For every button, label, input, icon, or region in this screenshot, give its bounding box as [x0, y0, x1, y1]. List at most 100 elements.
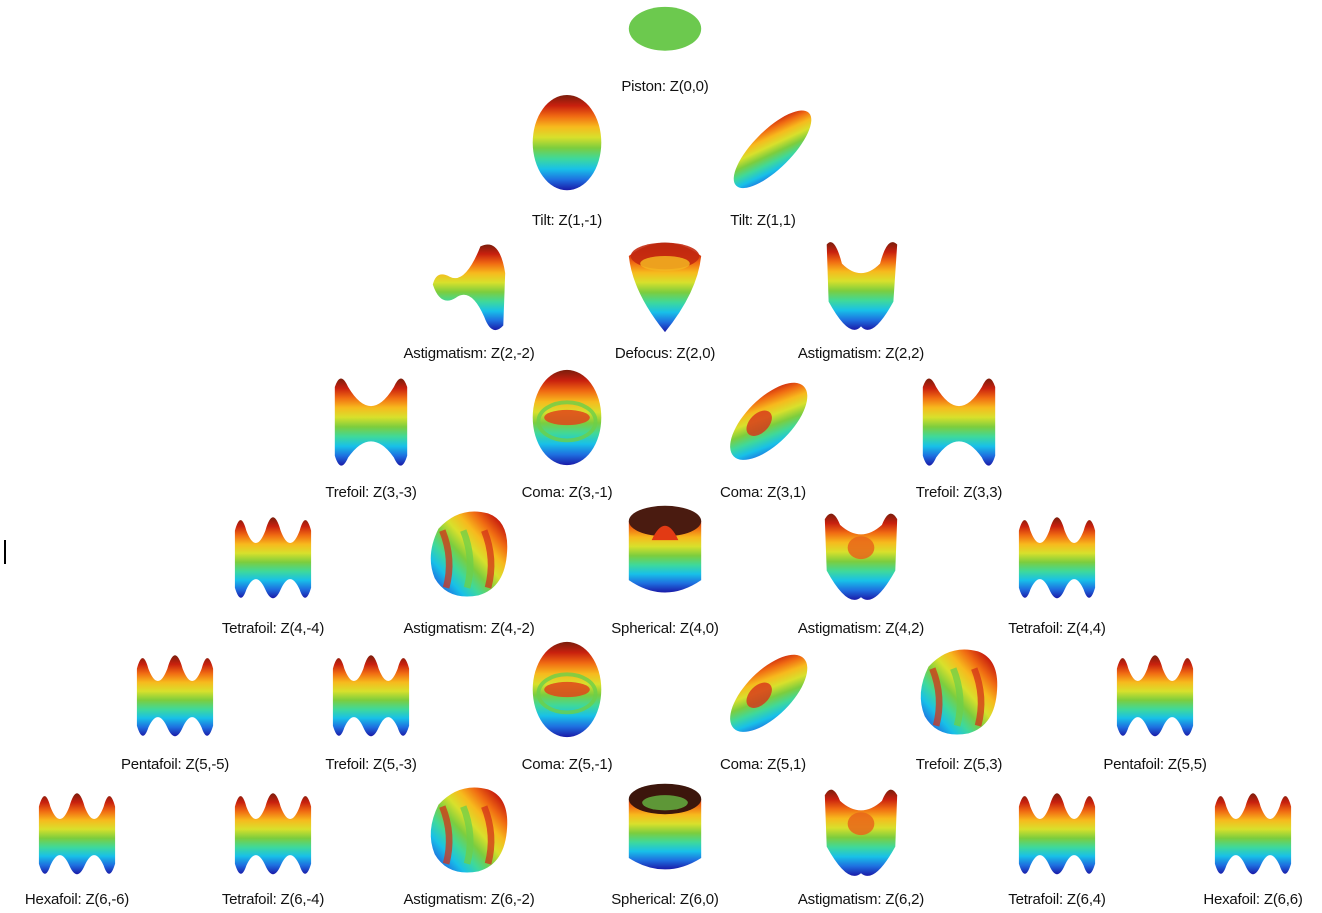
surface-saddle — [827, 242, 897, 330]
surface-wave — [39, 793, 115, 874]
mode-label: Trefoil: Z(5,3) — [859, 756, 1059, 773]
zernike-mode: Spherical: Z(6,0) — [565, 778, 765, 908]
zernike-surface — [1007, 502, 1107, 602]
zernike-surface — [419, 502, 519, 602]
mode-label: Tilt: Z(1,-1) — [467, 212, 667, 229]
surface-tilt — [723, 99, 823, 199]
mode-label: Tetrafoil: Z(6,4) — [957, 891, 1157, 908]
mode-label: Astigmatism: Z(2,-2) — [369, 345, 569, 362]
mode-label: Coma: Z(3,-1) — [467, 484, 667, 501]
mode-label: Pentafoil: Z(5,-5) — [75, 756, 275, 773]
zernike-surface — [517, 368, 617, 468]
zernike-mode: Tilt: Z(1,-1) — [467, 95, 667, 225]
zernike-mode: Tetrafoil: Z(4,4) — [957, 502, 1157, 632]
surface-wave — [137, 655, 213, 736]
surface-wave — [923, 378, 995, 465]
zernike-mode: Astigmatism: Z(2,2) — [761, 235, 961, 365]
saddle-bump — [848, 536, 875, 559]
zernike-mode: Coma: Z(3,-1) — [467, 368, 667, 498]
mode-label: Astigmatism: Z(4,-2) — [369, 620, 569, 637]
zernike-mode: Trefoil: Z(5,-3) — [271, 640, 471, 770]
zernike-surface — [713, 95, 813, 195]
zernike-mode: Trefoil: Z(3,-3) — [271, 368, 471, 498]
zernike-mode: Tilt: Z(1,1) — [663, 95, 863, 225]
zernike-surface — [1007, 778, 1107, 878]
zernike-mode: Coma: Z(5,-1) — [467, 640, 667, 770]
zernike-surface — [223, 778, 323, 878]
zernike-surface — [811, 235, 911, 335]
mode-label: Trefoil: Z(3,3) — [859, 484, 1059, 501]
surface-saddle — [433, 244, 505, 330]
text-cursor-mark — [4, 540, 6, 564]
surface-wave — [235, 517, 311, 598]
zernike-mode: Tetrafoil: Z(6,-4) — [173, 778, 373, 908]
surface-wave — [335, 378, 407, 465]
mode-label: Piston: Z(0,0) — [565, 78, 765, 95]
zernike-surface — [1105, 640, 1205, 740]
zernike-surface — [811, 502, 911, 602]
mode-label: Coma: Z(5,1) — [663, 756, 863, 773]
zernike-surface — [27, 778, 127, 878]
zernike-mode: Coma: Z(5,1) — [663, 640, 863, 770]
mode-label: Hexafoil: Z(6,-6) — [0, 891, 177, 908]
zernike-surface — [223, 502, 323, 602]
zernike-surface — [615, 502, 715, 602]
surface-wave — [1117, 655, 1193, 736]
mode-label: Astigmatism: Z(4,2) — [761, 620, 961, 637]
zernike-mode: Spherical: Z(4,0) — [565, 502, 765, 632]
zernike-mode: Trefoil: Z(5,3) — [859, 640, 1059, 770]
mode-label: Astigmatism: Z(6,2) — [761, 891, 961, 908]
zernike-mode: Astigmatism: Z(6,2) — [761, 778, 961, 908]
zernike-surface — [125, 640, 225, 740]
zernike-surface — [1203, 778, 1303, 878]
zernike-surface — [419, 235, 519, 335]
zernike-surface — [517, 640, 617, 740]
mode-label: Defocus: Z(2,0) — [565, 345, 765, 362]
zernike-mode: Astigmatism: Z(6,-2) — [369, 778, 569, 908]
mode-label: Hexafoil: Z(6,6) — [1153, 891, 1322, 908]
mode-label: Coma: Z(3,1) — [663, 484, 863, 501]
zernike-mode: Pentafoil: Z(5,-5) — [75, 640, 275, 770]
zernike-mode: Pentafoil: Z(5,5) — [1055, 640, 1255, 770]
surface-disk — [629, 7, 701, 51]
mode-label: Tilt: Z(1,1) — [663, 212, 863, 229]
surface-wave — [1019, 793, 1095, 874]
mode-label: Tetrafoil: Z(4,-4) — [173, 620, 373, 637]
mode-label: Spherical: Z(4,0) — [565, 620, 765, 637]
zernike-surface — [909, 640, 1009, 740]
saddle-bump — [848, 812, 875, 835]
mode-label: Trefoil: Z(5,-3) — [271, 756, 471, 773]
surface-wave — [333, 655, 409, 736]
zernike-mode: Hexafoil: Z(6,6) — [1153, 778, 1322, 908]
zernike-surface — [615, 235, 715, 335]
surface-wave — [235, 793, 311, 874]
zernike-mode: Tetrafoil: Z(4,-4) — [173, 502, 373, 632]
mode-label: Tetrafoil: Z(6,-4) — [173, 891, 373, 908]
cylinder-inner — [642, 795, 688, 810]
surface-tilt — [533, 95, 602, 190]
zernike-surface — [713, 640, 813, 740]
zernike-surface — [321, 368, 421, 468]
coma-lobe — [544, 410, 590, 425]
zernike-mode: Trefoil: Z(3,3) — [859, 368, 1059, 498]
zernike-mode: Astigmatism: Z(4,2) — [761, 502, 961, 632]
surface-wave — [1019, 517, 1095, 598]
bowl-inner — [640, 256, 690, 271]
zernike-surface — [419, 778, 519, 878]
mode-label: Spherical: Z(6,0) — [565, 891, 765, 908]
mode-label: Astigmatism: Z(2,2) — [761, 345, 961, 362]
coma-lobe — [544, 682, 590, 697]
zernike-surface — [909, 368, 1009, 468]
zernike-surface — [811, 778, 911, 878]
zernike-surface — [615, 778, 715, 878]
mode-label: Pentafoil: Z(5,5) — [1055, 756, 1255, 773]
mode-label: Trefoil: Z(3,-3) — [271, 484, 471, 501]
zernike-mode: Hexafoil: Z(6,-6) — [0, 778, 177, 908]
mode-label: Astigmatism: Z(6,-2) — [369, 891, 569, 908]
zernike-surface — [713, 368, 813, 468]
mode-label: Tetrafoil: Z(4,4) — [957, 620, 1157, 637]
zernike-mode: Tetrafoil: Z(6,4) — [957, 778, 1157, 908]
surface-wave — [1215, 793, 1291, 874]
zernike-mode: Astigmatism: Z(4,-2) — [369, 502, 569, 632]
